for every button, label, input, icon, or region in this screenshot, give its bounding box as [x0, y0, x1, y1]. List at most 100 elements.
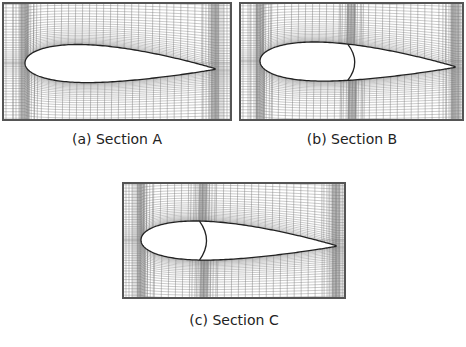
grid-line	[258, 3, 259, 120]
grid-line	[339, 183, 340, 298]
grid-line	[257, 3, 258, 120]
grid-line	[455, 3, 456, 120]
grid-line	[208, 3, 209, 120]
grid-line	[218, 3, 219, 120]
grid-line	[16, 3, 17, 120]
grid-line	[459, 3, 460, 120]
grid-line	[255, 3, 256, 120]
grid-line	[454, 3, 455, 120]
grid-line	[3, 86, 231, 95]
grid-line	[450, 3, 451, 120]
grid-line	[212, 3, 213, 120]
grid-line	[216, 3, 217, 120]
grid-line	[138, 183, 139, 298]
caption-label: (c) Section C	[124, 312, 344, 328]
grid-line	[202, 3, 203, 120]
grid-line	[123, 274, 345, 280]
grid-line	[3, 5, 231, 8]
grid-line	[339, 183, 340, 298]
grid-line	[133, 183, 134, 298]
grid-line	[123, 280, 345, 285]
grid-line	[123, 188, 345, 192]
grid-line	[240, 24, 463, 32]
grid-line	[3, 21, 231, 28]
grid-line	[458, 3, 459, 120]
grid-line	[338, 183, 339, 298]
grid-line	[205, 3, 206, 120]
grid-line	[123, 271, 345, 278]
grid-line	[135, 183, 136, 298]
grid-line	[326, 183, 327, 298]
mesh-grid	[3, 3, 231, 120]
grid-line	[208, 3, 209, 120]
grid-line	[251, 3, 252, 120]
grid-line	[336, 183, 337, 298]
grid-line	[445, 3, 446, 120]
grid-line	[243, 3, 244, 120]
airfoil-section	[25, 44, 215, 82]
mesh-grid	[240, 3, 463, 120]
grid-line	[460, 3, 461, 120]
grid-line	[329, 183, 330, 298]
grid-line	[20, 3, 21, 120]
grid-line	[22, 3, 23, 120]
grid-line	[132, 183, 133, 298]
grid-line	[452, 3, 453, 120]
grid-line	[215, 3, 216, 120]
grid-line	[334, 183, 335, 298]
grid-line	[448, 3, 449, 120]
grid-line	[336, 183, 337, 298]
grid-line	[214, 3, 215, 120]
grid-line	[217, 3, 218, 120]
grid-line	[3, 16, 231, 21]
grid-line	[248, 3, 249, 120]
grid-line	[215, 3, 216, 120]
grid-line	[123, 207, 345, 217]
caption-label: (a) Section A	[7, 131, 227, 147]
grid-line	[19, 3, 20, 120]
grid-line	[123, 263, 345, 272]
grid-line	[340, 183, 341, 298]
mesh-panel	[238, 0, 466, 174]
grid-line	[194, 3, 196, 120]
grid-line	[219, 3, 220, 120]
grid-line	[212, 3, 213, 120]
grid-line	[123, 260, 345, 270]
panel-frame	[240, 3, 463, 120]
grid-line	[21, 3, 22, 120]
grid-line	[343, 183, 344, 298]
grid-line	[123, 201, 345, 208]
mesh-panel	[121, 127, 348, 347]
grid-line	[13, 3, 14, 120]
grid-line	[342, 183, 343, 298]
grid-line	[123, 205, 345, 214]
grid-line	[227, 3, 228, 120]
grid-line	[138, 183, 139, 298]
grid-line	[138, 183, 139, 298]
grid-line	[337, 183, 338, 298]
grid-line	[333, 183, 334, 298]
grid-line	[123, 185, 345, 189]
grid-line	[257, 3, 258, 120]
grid-line	[455, 3, 456, 120]
grid-line	[123, 198, 345, 205]
grid-line	[123, 292, 345, 295]
grid-line	[321, 183, 323, 298]
grid-line	[123, 283, 345, 287]
grid-line	[213, 3, 214, 120]
grid-line	[240, 19, 463, 26]
grid-line	[6, 3, 7, 120]
grid-line	[22, 3, 23, 120]
grid-line	[140, 183, 141, 298]
grid-line	[451, 3, 452, 120]
grid-line	[256, 3, 257, 120]
grid-line	[210, 3, 211, 120]
caption-label: (b) Section B	[242, 131, 462, 147]
grid-line	[250, 3, 251, 120]
grid-line	[123, 191, 345, 196]
airfoil-section	[141, 221, 336, 260]
grid-line	[13, 3, 14, 120]
grid-line	[3, 89, 231, 97]
grid-line	[461, 3, 462, 120]
grid-line	[223, 3, 224, 120]
